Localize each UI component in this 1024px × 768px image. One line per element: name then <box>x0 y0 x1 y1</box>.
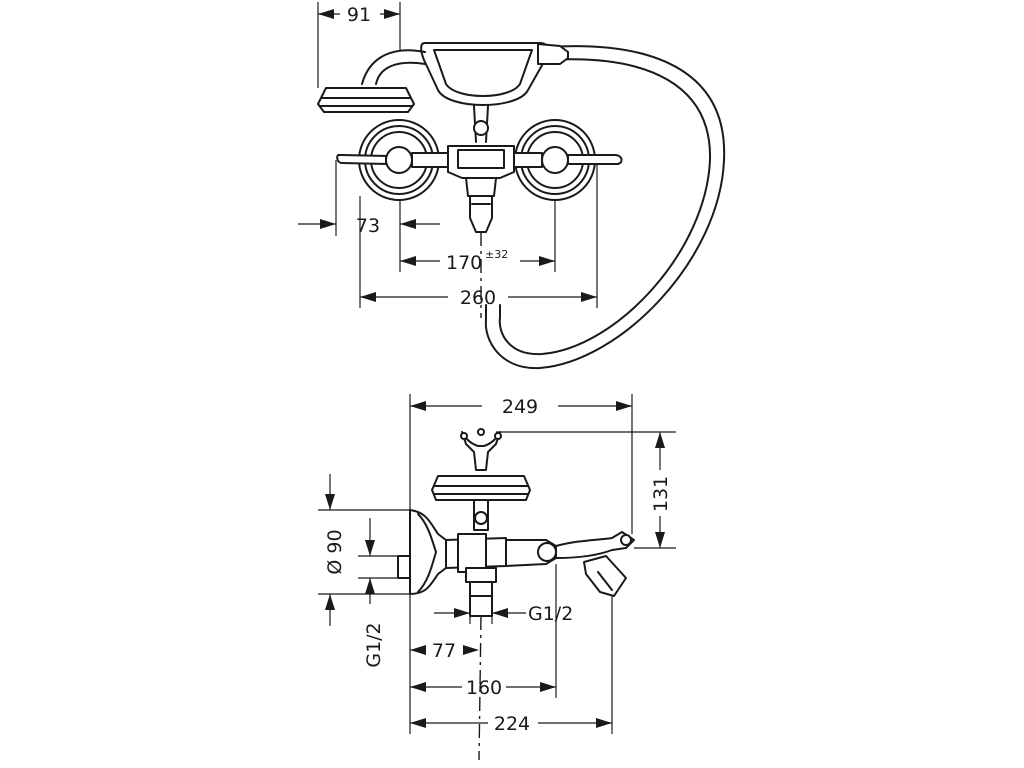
dim-224-label: 224 <box>494 713 530 735</box>
cradle-stem-knuckle <box>474 511 488 525</box>
dim-160: 160 <box>410 564 557 699</box>
side-spout <box>583 555 627 597</box>
side-shower-head <box>431 475 531 501</box>
side-lever-tip <box>620 534 632 546</box>
dim-170-label: 170 <box>446 252 482 274</box>
spout-top <box>469 195 493 233</box>
side-rosette-line <box>417 513 437 593</box>
dim-g12-bottom-label: G1/2 <box>528 603 573 625</box>
stem-knuckle <box>473 120 489 136</box>
hose-outer <box>484 45 726 370</box>
shower-head <box>317 87 415 113</box>
mixer-body-detail <box>457 149 505 169</box>
side-diverter <box>537 542 557 562</box>
diverter-knob <box>465 177 497 197</box>
left-valve-cap <box>385 146 413 174</box>
shower-arm <box>361 49 426 85</box>
dim-diameter-90-label: Ø 90 <box>324 529 346 574</box>
dim-77: 77 <box>409 594 479 734</box>
right-lever <box>567 154 623 165</box>
mixer-body <box>447 145 515 179</box>
dim-260: 260 <box>359 164 598 309</box>
left-lever <box>336 154 387 165</box>
dim-g12-bottom: G1/2 <box>434 600 573 625</box>
dim-160-label: 160 <box>466 677 502 699</box>
dim-diameter-90: Ø 90 <box>318 474 410 626</box>
side-body-collar <box>457 533 487 573</box>
cradle-knob-right <box>494 432 502 440</box>
side-view: 249 131 Ø 90 <box>318 394 676 761</box>
dim-249: 249 <box>409 394 633 534</box>
shower-arm-inner <box>375 61 426 85</box>
dim-260-label: 260 <box>460 287 496 309</box>
top-view: 91 73 170 ±32 <box>298 2 726 370</box>
side-lower-pipe <box>469 581 493 617</box>
dim-170-tolerance: ±32 <box>485 248 508 261</box>
side-spout-outlet <box>597 571 613 591</box>
dim-g12-left-label: G1/2 <box>363 622 385 667</box>
handle-hose-coupling <box>537 43 569 65</box>
dim-249-label: 249 <box>502 396 538 418</box>
dim-73: 73 <box>298 160 440 237</box>
dim-73-label: 73 <box>356 215 380 237</box>
dim-91-label: 91 <box>347 4 371 26</box>
dim-77-label: 77 <box>432 640 456 662</box>
dim-170: 170 ±32 <box>399 200 556 274</box>
cradle-ornament <box>461 431 501 471</box>
dim-91: 91 <box>317 2 401 88</box>
dim-224: 224 <box>410 596 613 735</box>
right-valve-cap <box>541 146 569 174</box>
side-rosette <box>409 509 447 595</box>
handle-inner <box>433 49 533 97</box>
side-lower-connector <box>465 567 497 583</box>
cradle-knob-left <box>460 432 468 440</box>
dim-131: 131 <box>496 431 676 549</box>
dim-g12-left: G1/2 <box>358 518 398 668</box>
cradle-knob-center <box>477 428 485 436</box>
side-centerline <box>478 615 482 761</box>
dim-131-label: 131 <box>650 476 672 512</box>
hose-inner <box>498 58 712 356</box>
